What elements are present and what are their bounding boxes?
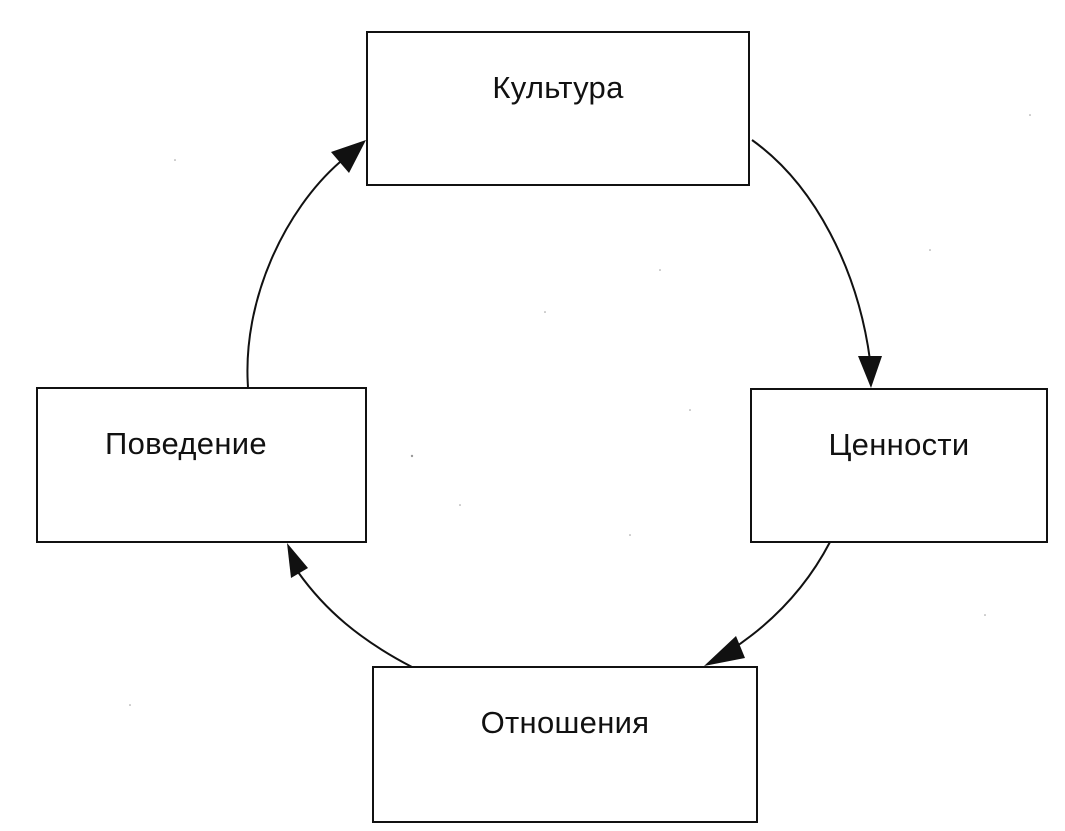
arrowhead-culture: [331, 140, 366, 173]
arrowhead-values: [858, 356, 882, 388]
attitudes-label: Отношения: [480, 705, 650, 740]
behavior-label: Поведение: [105, 426, 267, 461]
behavior-box: Поведение: [36, 387, 367, 543]
values-label: Ценности: [828, 427, 970, 462]
scan-noise: [129, 114, 1031, 706]
arrow-behavior-to-culture: [246, 161, 341, 388]
arrow-culture-to-values: [751, 139, 871, 361]
culture-box: Культура: [366, 31, 750, 186]
culture-label: Культура: [492, 70, 624, 105]
values-box: Ценности: [750, 388, 1048, 543]
arrowhead-behavior: [287, 543, 308, 578]
arrow-attitudes-to-behavior: [297, 571, 413, 668]
attitudes-box: Отношения: [372, 666, 758, 823]
arrowhead-attitudes: [704, 636, 745, 666]
arrow-values-to-attitudes: [727, 541, 831, 653]
